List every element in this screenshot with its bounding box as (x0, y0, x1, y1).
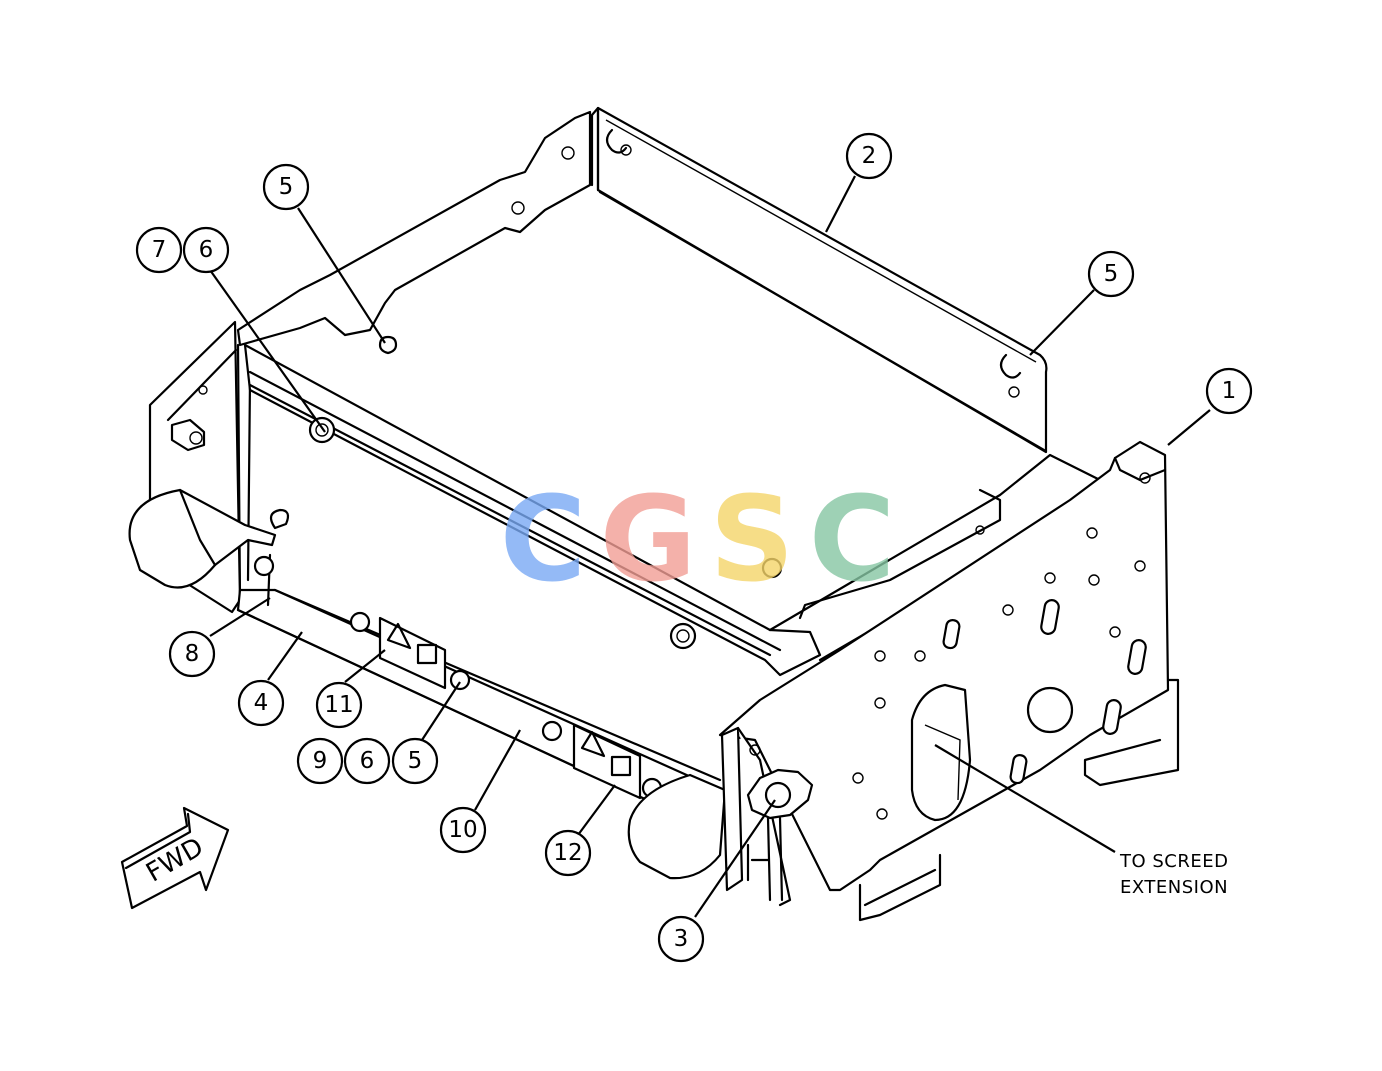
leader-5b (1029, 289, 1095, 356)
svg-text:6: 6 (199, 237, 214, 263)
callout-11: 11 (315, 681, 363, 729)
note-line-2: EXTENSION (1120, 877, 1228, 898)
leader-10 (474, 729, 521, 811)
svg-text:6: 6 (360, 748, 375, 774)
eye-bolt (746, 768, 814, 902)
back-plate (590, 106, 1048, 454)
callout-10: 10 (439, 806, 487, 854)
callout-4: 4 (237, 679, 285, 727)
right-handle (627, 773, 727, 880)
svg-text:9: 9 (313, 748, 328, 774)
leader-6 (209, 269, 326, 433)
svg-text:7: 7 (152, 237, 167, 263)
leader-3 (694, 799, 776, 918)
leader-11 (344, 649, 386, 683)
assembly-line-art (128, 106, 1180, 922)
callout-6-bottom: 6 (343, 737, 391, 785)
callout-2: 2 (845, 132, 893, 180)
svg-text:5: 5 (279, 174, 294, 200)
note-line-1: TO SCREED (1119, 851, 1229, 872)
leader-screed (934, 744, 1116, 853)
callouts: 1 2 3 4 5 5 5 6 6 7 8 9 10 11 12 (135, 132, 1253, 963)
callout-5-right: 5 (1087, 250, 1135, 298)
watermark-letter: C (500, 470, 587, 608)
left-handle (128, 488, 290, 607)
callout-1: 1 (1205, 367, 1253, 415)
leader-1 (1167, 409, 1211, 446)
svg-text:10: 10 (448, 817, 477, 843)
screed-extension-note: TO SCREED EXTENSION (1119, 851, 1229, 898)
callout-12: 12 (544, 829, 592, 877)
svg-text:5: 5 (408, 748, 423, 774)
svg-text:11: 11 (324, 692, 353, 718)
svg-text:1: 1 (1222, 378, 1237, 404)
svg-text:2: 2 (862, 143, 877, 169)
watermark-letter: G (600, 470, 697, 608)
leader-4 (267, 631, 303, 681)
leader-8 (209, 597, 271, 637)
callout-5-bottom: 5 (391, 737, 439, 785)
front-rail (236, 588, 722, 822)
leader-12 (577, 784, 616, 836)
svg-text:12: 12 (553, 840, 582, 866)
callout-6-top: 6 (182, 226, 230, 274)
svg-text:4: 4 (254, 690, 269, 716)
watermark: C G S C (500, 470, 896, 608)
callout-7: 7 (135, 226, 183, 274)
decal-11 (378, 616, 447, 690)
fwd-arrow: FWD (120, 806, 230, 910)
watermark-letter: S (710, 470, 795, 608)
svg-text:8: 8 (185, 641, 200, 667)
watermark-letter: C (809, 470, 896, 608)
svg-text:5: 5 (1104, 261, 1119, 287)
leader-2 (825, 175, 856, 233)
decal-12 (572, 723, 642, 800)
leader-5a (297, 207, 386, 344)
leader-5c (421, 681, 461, 741)
svg-text:3: 3 (674, 926, 689, 952)
leader-lines (209, 175, 1211, 918)
callout-5-top: 5 (262, 163, 310, 211)
callout-9: 9 (296, 737, 344, 785)
callout-3: 3 (657, 915, 705, 963)
callout-8: 8 (168, 630, 216, 678)
